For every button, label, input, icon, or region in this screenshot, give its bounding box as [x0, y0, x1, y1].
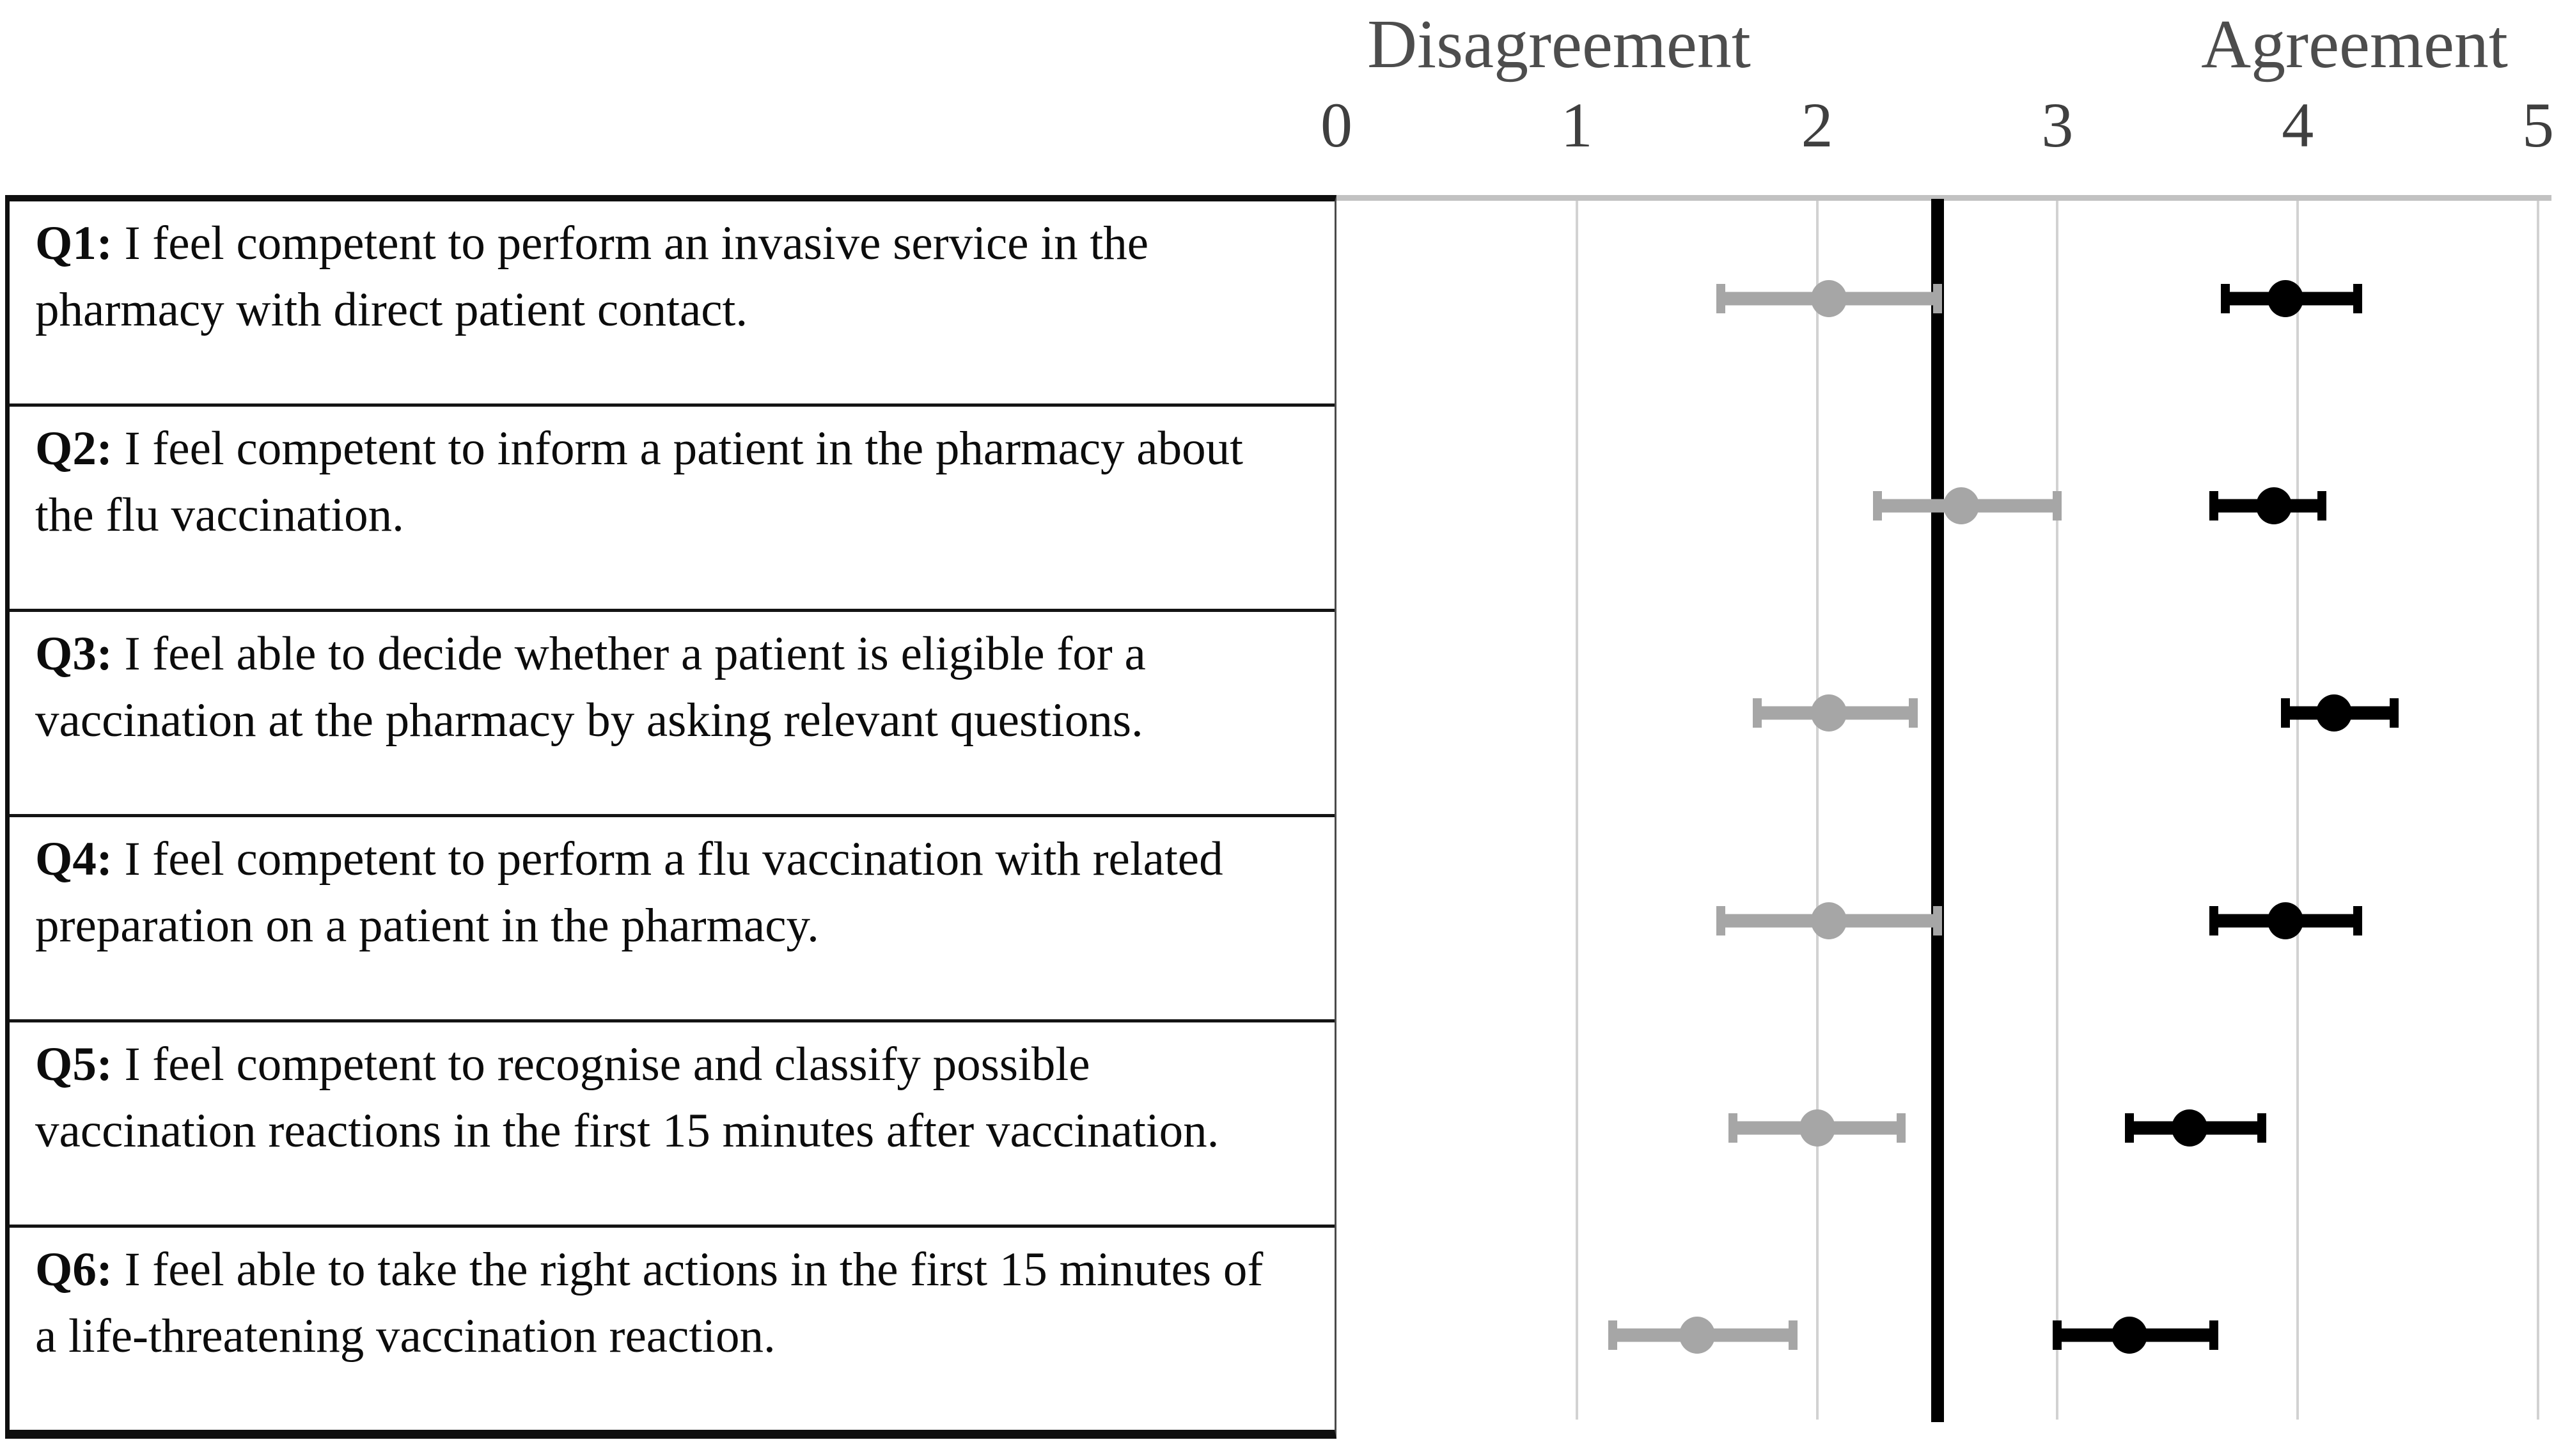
question-number: Q4: — [35, 833, 113, 886]
ci-cap-left — [2221, 284, 2230, 314]
marker-strip-q4 — [1336, 817, 2538, 1024]
gridline-2 — [1815, 201, 1819, 1420]
plot-area — [1336, 195, 2551, 1439]
ci-cap-right — [1789, 1320, 1798, 1350]
ci-marker-agreement — [1336, 1232, 2538, 1439]
ci-cap-right — [1932, 284, 1942, 314]
mean-dot — [1811, 280, 1847, 318]
mean-dot — [1943, 487, 1980, 525]
ci-marker-agreement — [1336, 195, 2538, 402]
question-number: Q1: — [35, 217, 113, 270]
mean-dot — [1811, 902, 1847, 939]
question-text: I feel competent to inform a patient in … — [35, 422, 1243, 542]
question-text: I feel competent to perform an invasive … — [35, 217, 1149, 336]
ci-cap-right — [2317, 491, 2326, 521]
gridline-1 — [1575, 201, 1578, 1420]
marker-strip-q1 — [1336, 195, 2538, 402]
mean-dot — [2268, 280, 2304, 318]
ci-cap-left — [1728, 1113, 1738, 1143]
ci-cap-left — [2053, 1320, 2062, 1350]
ci-cap-left — [1716, 284, 1726, 314]
tick-label-2: 2 — [1801, 90, 1833, 160]
marker-strip-q3 — [1336, 609, 2538, 817]
ci-marker-disagreement — [1336, 195, 2538, 402]
axis-label-agreement: Agreement — [2201, 6, 2508, 82]
mean-dot — [1811, 694, 1847, 732]
tick-label-0: 0 — [1320, 90, 1352, 160]
mean-dot — [2255, 487, 2292, 525]
ci-cap-right — [1908, 698, 1918, 728]
question-row-q2: Q2: I feel competent to inform a patient… — [10, 407, 1335, 612]
ci-cap-left — [1872, 491, 1882, 521]
ci-cap-right — [2389, 698, 2399, 728]
ci-marker-disagreement — [1336, 1232, 2538, 1439]
gridline-4 — [2296, 201, 2300, 1420]
tick-label-1: 1 — [1560, 90, 1593, 160]
ci-marker-disagreement — [1336, 609, 2538, 817]
ci-marker-agreement — [1336, 1024, 2538, 1232]
question-text: I feel competent to perform a flu vaccin… — [35, 833, 1223, 952]
mean-dot — [1799, 1109, 1835, 1147]
marker-strip-q5 — [1336, 1024, 2538, 1232]
ci-marker-disagreement — [1336, 1024, 2538, 1232]
question-number: Q3: — [35, 627, 113, 680]
ci-marker-disagreement — [1336, 402, 2538, 609]
ci-cap-right — [1897, 1113, 1906, 1143]
question-row-q6: Q6: I feel able to take the right action… — [10, 1228, 1335, 1430]
mean-dot — [2268, 902, 2304, 939]
ci-cap-left — [2209, 491, 2218, 521]
question-text: I feel able to take the right actions in… — [35, 1243, 1264, 1363]
ci-cap-left — [1716, 905, 1726, 935]
ci-cap-left — [2209, 905, 2218, 935]
ci-cap-left — [1752, 698, 1762, 728]
ci-cap-left — [1608, 1320, 1618, 1350]
mean-dot — [2112, 1316, 2148, 1354]
question-text: I feel competent to recognise and classi… — [35, 1038, 1219, 1157]
mean-dot — [1679, 1316, 1715, 1354]
plot-top-border — [1336, 195, 2551, 201]
gridline-3 — [2056, 201, 2059, 1420]
question-row-q1: Q1: I feel competent to perform an invas… — [10, 201, 1335, 407]
ci-cap-right — [1932, 905, 1942, 935]
ci-cap-right — [2053, 491, 2062, 521]
question-number: Q2: — [35, 422, 113, 475]
tick-label-4: 4 — [2282, 90, 2314, 160]
ci-marker-disagreement — [1336, 817, 2538, 1024]
marker-strip-q6 — [1336, 1232, 2538, 1439]
tick-label-3: 3 — [2041, 90, 2074, 160]
ci-marker-agreement — [1336, 609, 2538, 817]
ci-cap-right — [2209, 1320, 2218, 1350]
mean-dot — [2172, 1109, 2208, 1147]
ci-cap-right — [2353, 284, 2363, 314]
question-text: I feel able to decide whether a patient … — [35, 627, 1146, 747]
marker-strip-q2 — [1336, 402, 2538, 609]
ci-cap-right — [2353, 905, 2363, 935]
ci-marker-agreement — [1336, 817, 2538, 1024]
question-number: Q6: — [35, 1243, 113, 1296]
x-axis-ticks: 0 1 2 3 4 5 — [1320, 88, 2554, 162]
question-number: Q5: — [35, 1038, 113, 1091]
axis-label-disagreement: Disagreement — [1367, 6, 1751, 82]
question-row-q5: Q5: I feel competent to recognise and cl… — [10, 1022, 1335, 1228]
question-row-q4: Q4: I feel competent to perform a flu va… — [10, 817, 1335, 1022]
ci-cap-left — [2125, 1113, 2135, 1143]
mean-dot — [2315, 694, 2352, 732]
question-row-q3: Q3: I feel able to decide whether a pati… — [10, 612, 1335, 817]
question-table: Q1: I feel competent to perform an invas… — [5, 195, 1336, 1439]
ci-cap-right — [2257, 1113, 2266, 1143]
gridline-5 — [2537, 201, 2539, 1420]
ci-marker-agreement — [1336, 402, 2538, 609]
tick-label-5: 5 — [2522, 90, 2554, 160]
ci-cap-left — [2281, 698, 2291, 728]
